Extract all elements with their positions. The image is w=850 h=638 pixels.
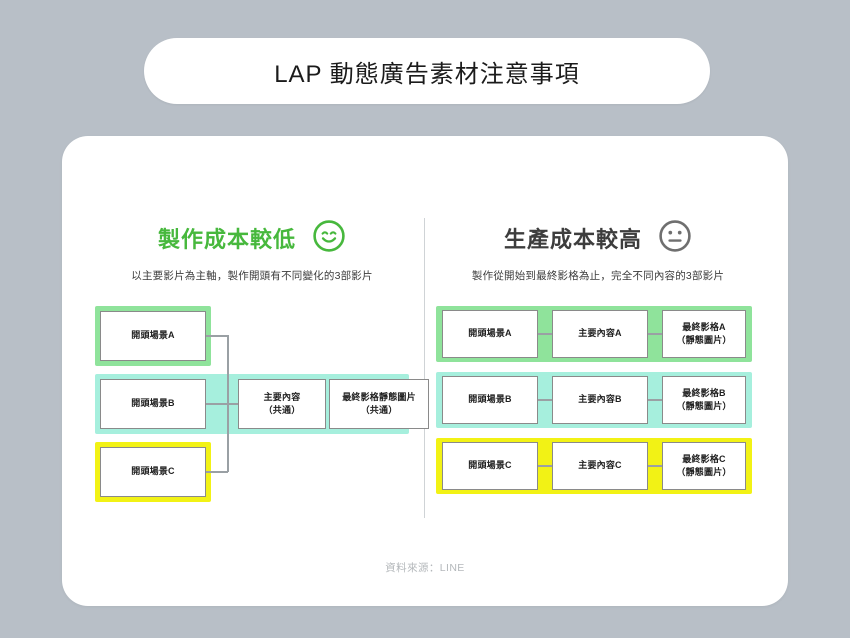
row-b-node-main: 主要內容B bbox=[552, 376, 648, 424]
row-a-node-final: 最終影格A （靜態圖片） bbox=[662, 310, 746, 358]
neutral-face-icon bbox=[658, 219, 692, 258]
row-a-connector-2 bbox=[648, 333, 662, 335]
node-opening-c: 開頭場景C bbox=[100, 447, 206, 497]
node-shared-main-content: 主要內容 （共通） bbox=[238, 379, 326, 429]
row-b-final-label-line1: 最終影格B bbox=[682, 387, 726, 398]
row-b-node-opening: 開頭場景B bbox=[442, 376, 538, 424]
panel-high-cost-subtitle: 製作從開始到最終影格為止，完全不同內容的3部影片 bbox=[471, 270, 725, 282]
connector-c-out bbox=[206, 471, 228, 473]
node-opening-a-label: 開頭場景A bbox=[131, 330, 175, 341]
row-a-node-main: 主要內容A bbox=[552, 310, 648, 358]
panel-high-cost-header: 生產成本較高 bbox=[428, 219, 768, 258]
row-c-node-opening: 開頭場景C bbox=[442, 442, 538, 490]
row-c-node-main: 主要內容C bbox=[552, 442, 648, 490]
panel-low-cost-title: 製作成本較低 bbox=[157, 227, 296, 252]
row-c-final-label-line1: 最終影格C bbox=[682, 453, 726, 464]
row-a-connector-1 bbox=[538, 333, 552, 335]
source-footer: 資料來源：LINE bbox=[385, 562, 465, 574]
diagram-low-cost: 開頭場景A 開頭場景B 開頭場景C 主要內容 （共通） 最終影格靜態圖片 （共通… bbox=[82, 306, 429, 516]
row-b-connector-2 bbox=[648, 399, 662, 401]
smiley-face-icon bbox=[312, 219, 346, 258]
row-c-connector-1 bbox=[538, 465, 552, 467]
row-c-node-final: 最終影格C （靜態圖片） bbox=[662, 442, 746, 490]
row-a-node-opening: 開頭場景A bbox=[442, 310, 538, 358]
panel-low-cost-header: 製作成本較低 bbox=[82, 219, 422, 258]
row-b-connector-1 bbox=[538, 399, 552, 401]
panel-high-cost-title: 生產成本較高 bbox=[503, 227, 642, 252]
node-shared-main-content-line1: 主要內容 bbox=[263, 391, 301, 402]
row-a-opening-label: 開頭場景A bbox=[468, 328, 512, 339]
panel-low-cost-subtitle: 以主要影片為主軸，製作開頭有不同變化的3部影片 bbox=[131, 270, 373, 282]
diagram-high-cost: 開頭場景A 主要內容A 最終影格A （靜態圖片） 開頭場景B 主 bbox=[428, 306, 768, 516]
node-shared-main-content-line2: （共通） bbox=[263, 405, 301, 415]
row-c-main-label: 主要內容C bbox=[578, 460, 622, 471]
row-a-final-label-line2: （靜態圖片） bbox=[676, 335, 732, 345]
row-a-final-label-line1: 最終影格A bbox=[682, 321, 726, 332]
connector-b-out bbox=[206, 403, 238, 405]
page-title: LAP 動態廣告素材注意事項 bbox=[274, 60, 580, 88]
connector-a-out bbox=[206, 335, 228, 337]
row-c-opening-label: 開頭場景C bbox=[468, 460, 512, 471]
node-shared-final-frame-line2: （共通） bbox=[360, 405, 398, 415]
row-b-opening-label: 開頭場景B bbox=[468, 394, 512, 405]
comparison-panels: 製作成本較低 以主要影片為主軸，製作開頭有不同變化的3部影片 bbox=[62, 136, 788, 606]
page-title-bar: LAP 動態廣告素材注意事項 bbox=[144, 38, 710, 104]
row-b-final-label-line2: （靜態圖片） bbox=[676, 401, 732, 411]
node-shared-final-frame: 最終影格靜態圖片 （共通） bbox=[329, 379, 429, 429]
node-opening-b-label: 開頭場景B bbox=[131, 398, 175, 409]
content-card: 製作成本較低 以主要影片為主軸，製作開頭有不同變化的3部影片 bbox=[62, 136, 788, 606]
node-shared-final-frame-line1: 最終影格靜態圖片 bbox=[342, 391, 416, 402]
row-b-main-label: 主要內容B bbox=[578, 394, 622, 405]
row-b-node-final: 最終影格B （靜態圖片） bbox=[662, 376, 746, 424]
node-opening-b: 開頭場景B bbox=[100, 379, 206, 429]
panel-divider bbox=[424, 218, 425, 518]
node-opening-a: 開頭場景A bbox=[100, 311, 206, 361]
row-c-connector-2 bbox=[648, 465, 662, 467]
row-a-main-label: 主要內容A bbox=[578, 328, 622, 339]
row-c-final-label-line2: （靜態圖片） bbox=[676, 467, 732, 477]
node-opening-c-label: 開頭場景C bbox=[131, 466, 175, 477]
